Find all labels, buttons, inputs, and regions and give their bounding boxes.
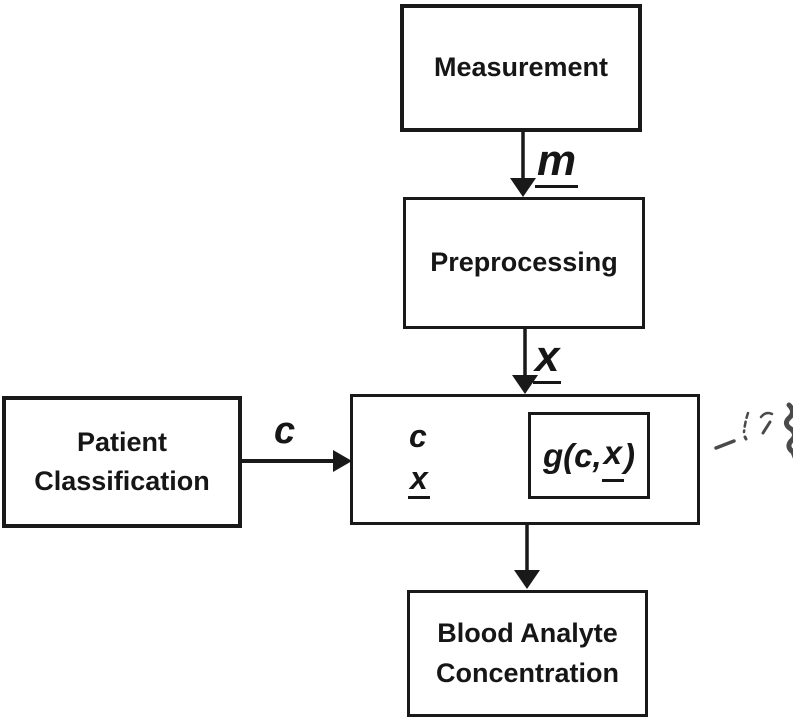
arrow-model-to-blood-analyte	[514, 525, 540, 589]
arrow-measurement-to-preprocessing	[510, 131, 536, 197]
blood-label-line2: Concentration	[435, 657, 619, 688]
arrow-classification-to-model	[242, 450, 352, 472]
function-prefix: g(c,	[542, 436, 602, 474]
node-measurement-label: Measurement	[433, 52, 609, 83]
edge-label-x: x	[533, 335, 562, 384]
edge-label-c: c	[274, 410, 296, 452]
model-input-label-x: x	[408, 462, 430, 499]
node-preprocessing: Preprocessing	[403, 197, 645, 329]
blood-label-line1: Blood Analyte	[437, 618, 618, 649]
function-suffix: )	[624, 436, 636, 474]
node-mapping-function: g(c,x)	[528, 412, 650, 499]
node-patient-classification: Patient Classification	[2, 396, 242, 528]
node-measurement: Measurement	[400, 4, 642, 132]
patient-label-line2: Classification	[34, 466, 210, 496]
edge-label-m: m	[535, 139, 579, 188]
model-input-label-c: c	[409, 418, 427, 454]
node-blood-analyte: Blood Analyte Concentration	[407, 590, 648, 717]
node-preprocessing-label: Preprocessing	[430, 247, 618, 278]
patient-label-line1: Patient	[76, 426, 168, 457]
function-x: x	[601, 429, 625, 482]
